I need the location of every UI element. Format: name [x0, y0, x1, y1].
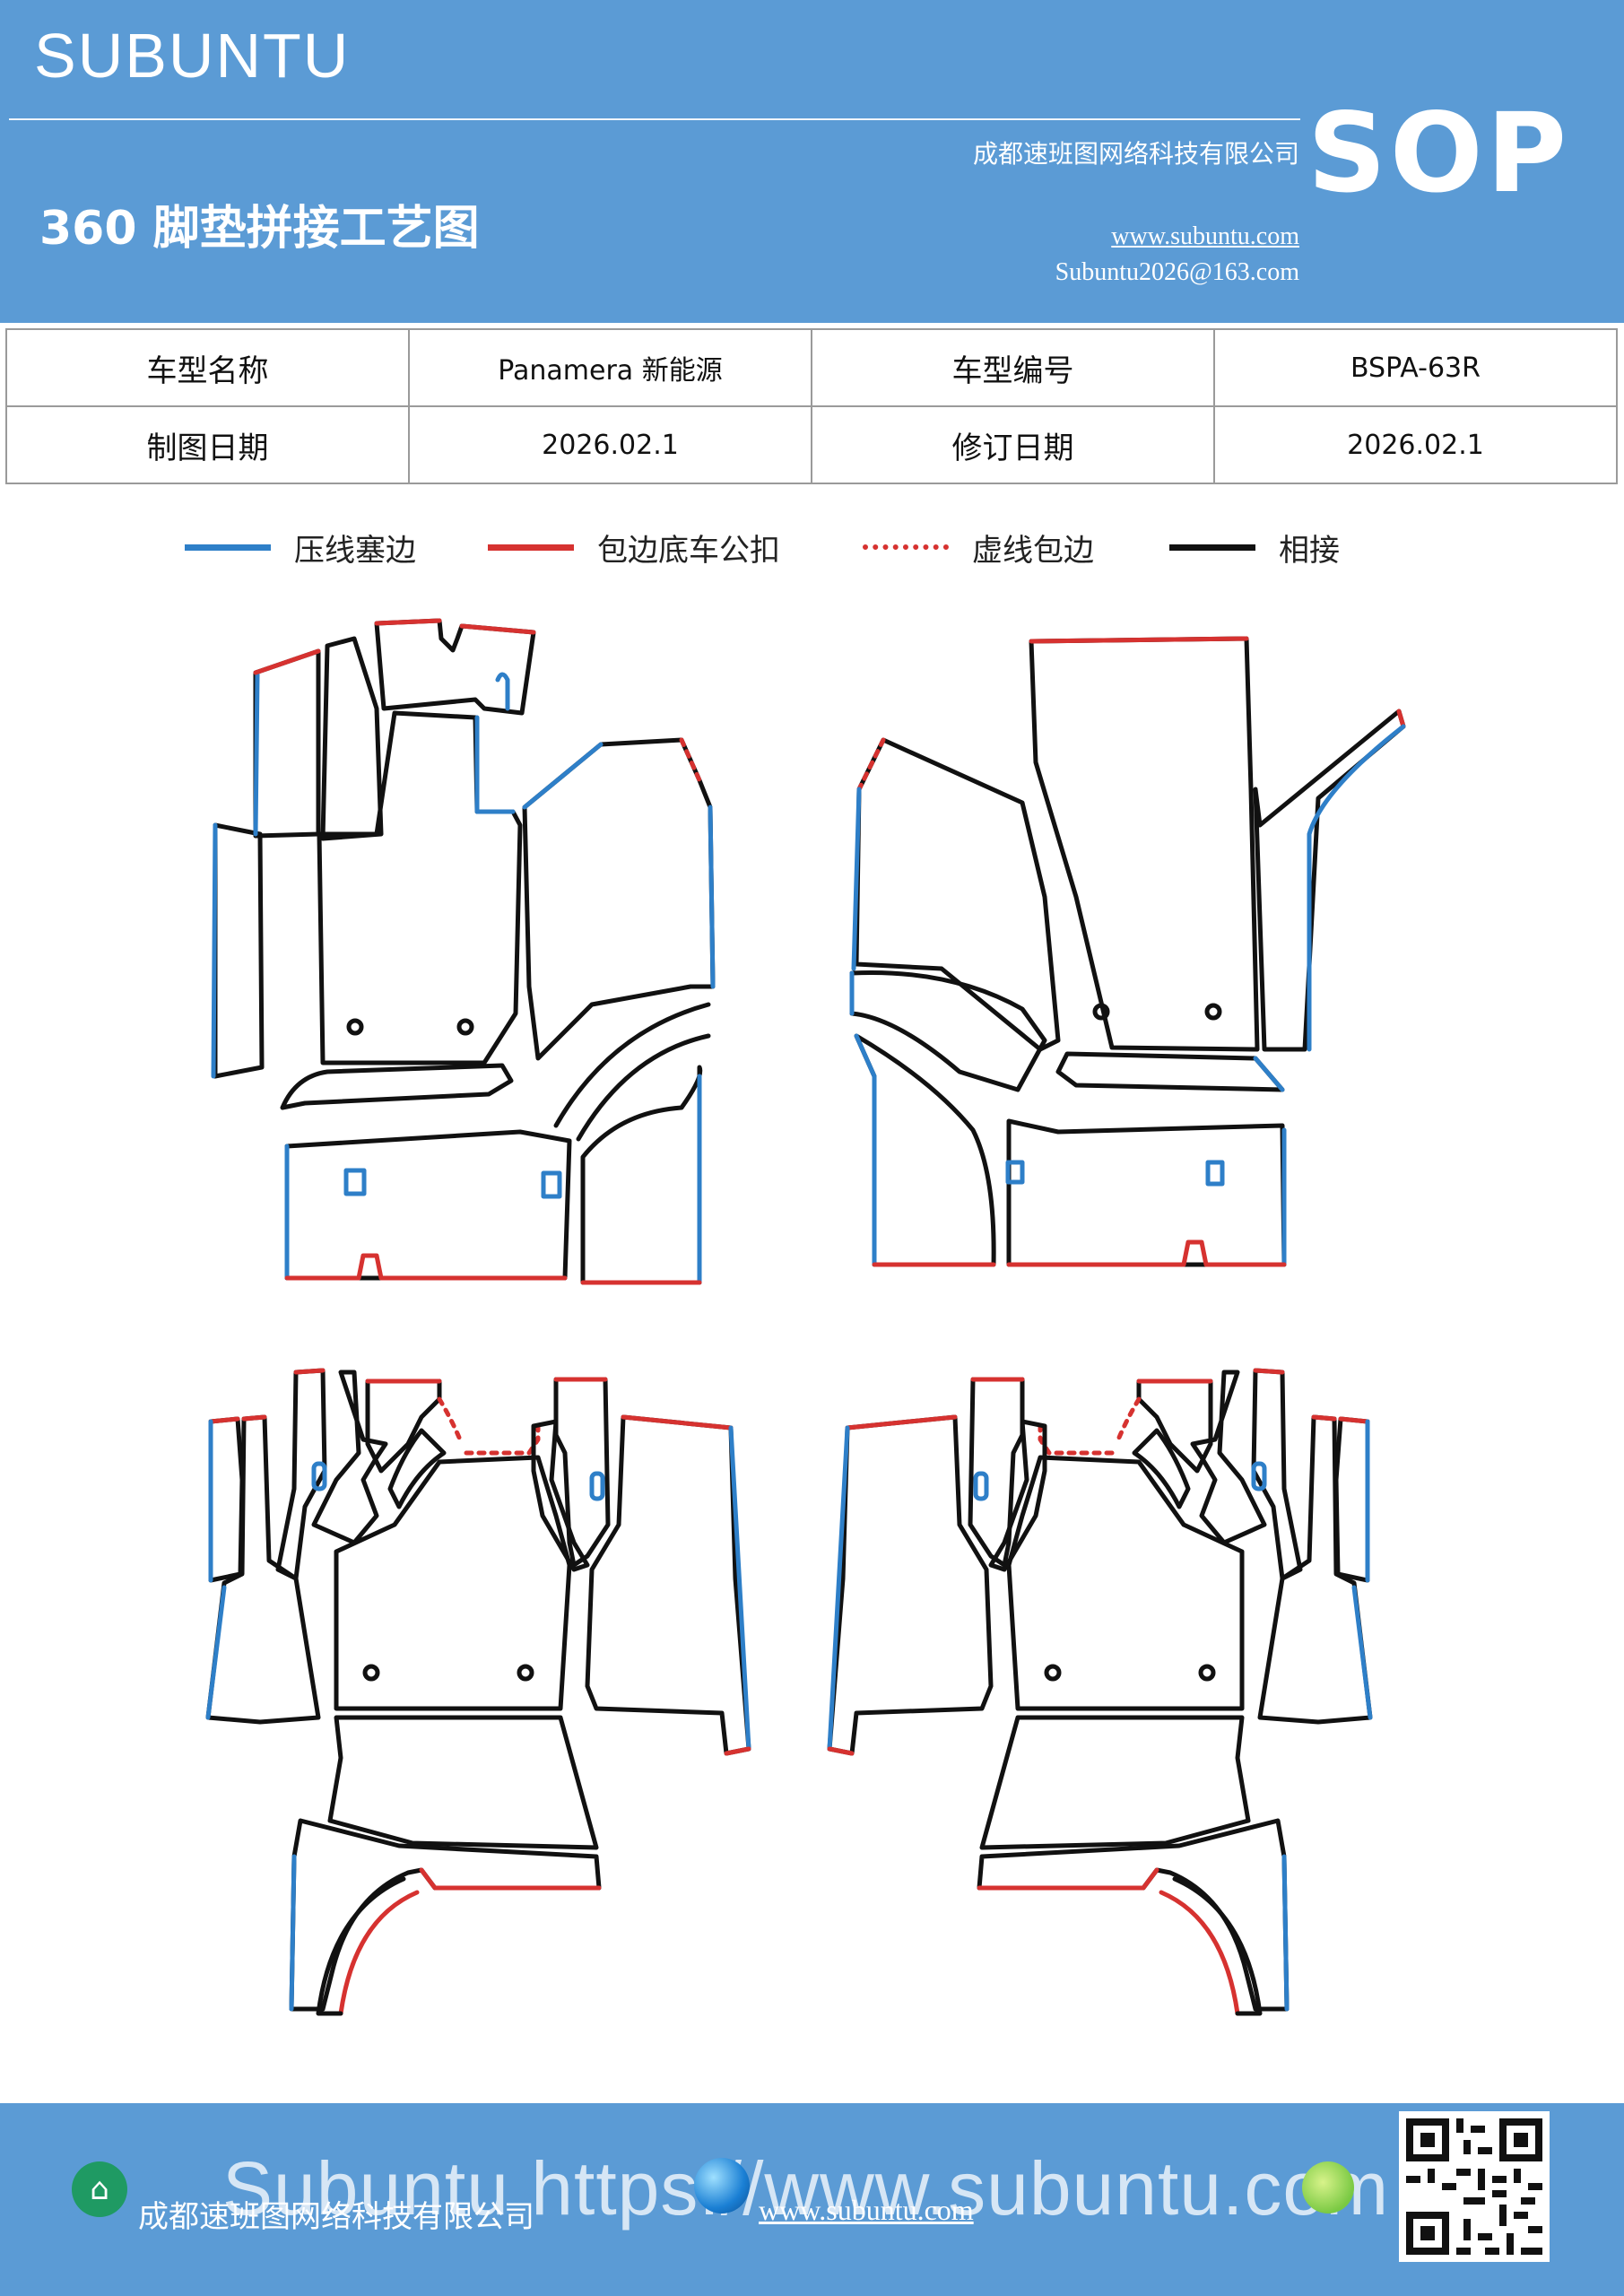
mat-set-rear-right — [827, 1368, 1373, 2016]
floor-mat-diagram — [205, 618, 1406, 2016]
footer-watermark: Subuntu https://www.subuntu.com — [222, 2146, 1390, 2231]
mat-set-front-left — [211, 618, 716, 1285]
table-row: 制图日期 2026.02.1 修订日期 2026.02.1 — [5, 405, 1618, 484]
legend-label: 虚线包边 — [972, 532, 1094, 569]
legend-swatch-black — [1169, 544, 1255, 551]
company-name: 成都速班图网络科技有限公司 — [972, 139, 1299, 169]
vehicle-info-table: 车型名称 Panamera 新能源 车型编号 BSPA-63R 制图日期 202… — [5, 328, 1618, 484]
legend-swatch-red — [488, 544, 574, 551]
legend-item-press-line: 压线塞边 — [185, 520, 416, 574]
label-draw-date: 制图日期 — [5, 405, 410, 484]
legend-item-edge-wrap: 包边底车公扣 — [488, 520, 780, 574]
value-revision-date: 2026.02.1 — [1213, 405, 1618, 484]
qr-code-icon — [1399, 2111, 1550, 2262]
legend-label: 包边底车公扣 — [597, 532, 780, 569]
leaf-icon — [1302, 2161, 1354, 2213]
brand-logo-text: SUBUNTU — [34, 21, 351, 91]
footer-banner — [0, 2103, 1624, 2296]
footer-company-name: 成都速班图网络科技有限公司 — [138, 2199, 534, 2235]
legend-label: 相接 — [1279, 532, 1340, 569]
header-banner — [0, 0, 1624, 323]
value-model-code: BSPA-63R — [1213, 328, 1618, 407]
website-link[interactable]: www.subuntu.com — [1111, 222, 1299, 250]
mat-set-rear-left — [205, 1368, 751, 2016]
legend: 压线塞边 包边底车公扣 虚线包边 相接 — [0, 520, 1624, 574]
legend-swatch-red-dotted — [863, 544, 949, 550]
footer-website-link[interactable]: www.subuntu.com — [759, 2194, 974, 2226]
sop-badge: SOP — [1307, 90, 1570, 217]
home-icon: ⌂ — [72, 2161, 127, 2217]
globe-icon — [694, 2158, 750, 2213]
table-row: 车型名称 Panamera 新能源 车型编号 BSPA-63R — [5, 328, 1618, 407]
page-title: 360 脚垫拼接工艺图 — [39, 202, 480, 256]
value-draw-date: 2026.02.1 — [408, 405, 812, 484]
legend-item-join: 相接 — [1169, 520, 1340, 574]
label-revision-date: 修订日期 — [811, 405, 1215, 484]
label-model-code: 车型编号 — [811, 328, 1215, 407]
email-address[interactable]: Subuntu2026@163.com — [1055, 258, 1299, 286]
value-model-name: Panamera 新能源 — [408, 328, 812, 407]
label-model-name: 车型名称 — [5, 328, 410, 407]
legend-label: 压线塞边 — [294, 532, 416, 569]
legend-item-dotted-wrap: 虚线包边 — [863, 520, 1094, 574]
legend-swatch-blue — [185, 544, 271, 551]
mat-set-front-right — [849, 636, 1406, 1267]
header-divider — [9, 118, 1300, 120]
